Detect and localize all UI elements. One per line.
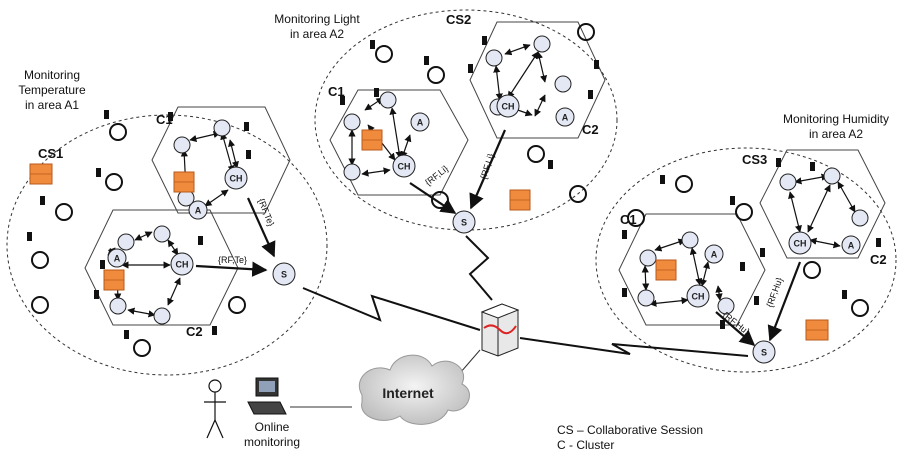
head-nodes [107, 94, 861, 308]
cs1-c1-label: C1 [156, 112, 173, 127]
cs3-boundary [595, 147, 897, 373]
cs2-sink-label: S [461, 217, 467, 227]
cs2-caption-line1: Monitoring Light [274, 12, 360, 26]
cs2-c1-label: C1 [328, 84, 345, 99]
internet-cloud-icon [358, 354, 470, 425]
cs1-flow-horizontal: {RF,Te} [218, 255, 247, 265]
cs2-cluster2-hexagon [469, 21, 606, 139]
user-label-line2: monitoring [244, 435, 300, 449]
user-icon [204, 379, 226, 439]
cs2-c1-ch-label: CH [398, 161, 411, 171]
cs2-c1-a-label: A [417, 117, 424, 127]
cs1-caption-line2: Temperature [18, 83, 86, 97]
cs3-flow-right: {RF,Hu} [764, 276, 784, 309]
cs3-c2-label: C2 [870, 252, 887, 267]
cs3-caption-line2: in area A2 [809, 127, 863, 141]
cs1-boundary [6, 114, 328, 376]
cs3-c2-a-label: A [848, 240, 855, 250]
cs3-flow-left: {RF,Hu} [721, 310, 752, 337]
cs1-cluster1-hexagon [151, 106, 291, 214]
cs3-c2-ch-label: CH [794, 238, 807, 248]
firewall-brick-lines [30, 139, 828, 331]
link-cs1-gateway [302, 287, 481, 331]
cs1-c2-a-label: A [114, 253, 121, 263]
computer-icon [247, 377, 287, 415]
cs1-cluster2-hexagon [84, 209, 239, 326]
cs3-c1-label: C1 [620, 212, 637, 227]
cs3-cluster2-hexagon [759, 149, 886, 259]
user-label-line1: Online [255, 420, 290, 434]
intra-cluster-links [107, 43, 856, 318]
sensor-nodes [109, 35, 869, 325]
cs1-sink-label: S [281, 269, 287, 279]
legend-line1: CS – Collaborative Session [557, 423, 703, 437]
cs3-sink-label: S [761, 347, 767, 357]
gateway-server-icon [480, 303, 520, 357]
cs1-c2-label: C2 [186, 324, 203, 339]
sensor-devices [27, 36, 881, 339]
cs1-c1-a-label: A [195, 205, 202, 215]
cs2-caption-line2: in area A2 [290, 27, 344, 41]
cs2-cluster1-hexagon [329, 89, 469, 196]
cs1-c2-ch-label: CH [176, 259, 189, 269]
cs3-c1-a-label: A [711, 249, 718, 259]
cs1-caption-line1: Monitoring [24, 68, 80, 82]
cs2-title: CS2 [446, 12, 471, 27]
cs1-title: CS1 [38, 146, 63, 161]
firewall-icons [29, 129, 829, 341]
cs3-c1-ch-label: CH [692, 291, 705, 301]
cs2-c2-label: C2 [582, 122, 599, 137]
legend-line2: C - Cluster [557, 438, 614, 452]
cs1-c1-ch-label: CH [230, 173, 243, 183]
cs3-caption-line1: Monitoring Humidity [783, 112, 889, 126]
cs1-caption-line3: in area A1 [25, 98, 79, 112]
internet-label: Internet [382, 385, 434, 401]
link-cs2-gateway [465, 235, 493, 301]
cs2-c2-ch-label: CH [502, 101, 515, 111]
cs3-title: CS3 [742, 152, 767, 167]
idle-nodes [31, 23, 869, 357]
cs2-c2-a-label: A [562, 112, 569, 122]
cs2-flow-right: {RF,Li} [478, 152, 496, 180]
sink-nodes [272, 210, 776, 364]
link-cs3-gateway [519, 337, 749, 357]
